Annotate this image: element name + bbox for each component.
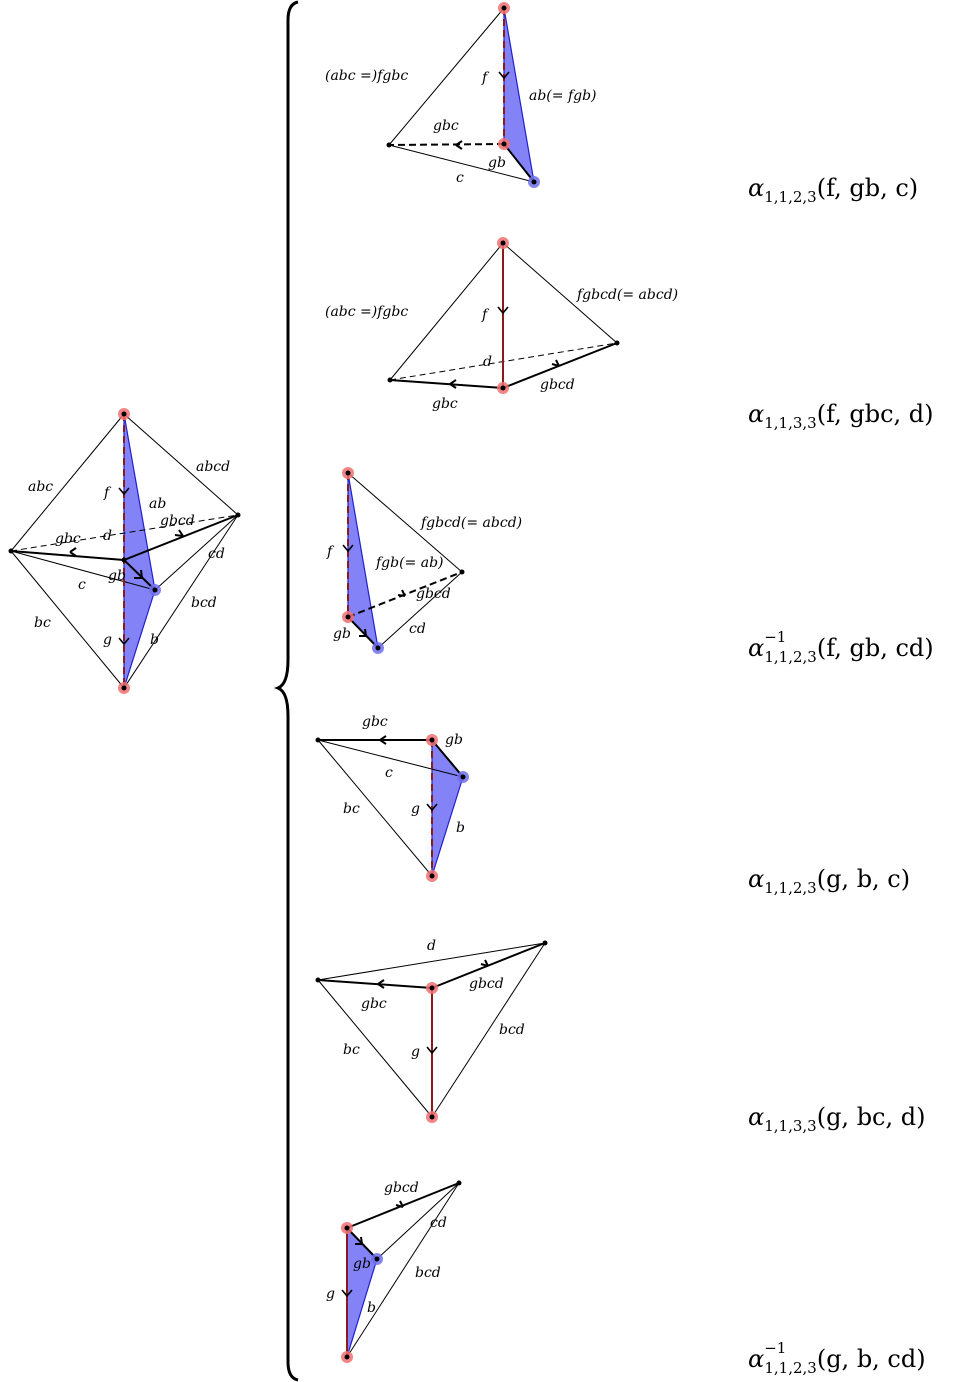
- edge-label: gb: [353, 1256, 371, 1272]
- edge-label: gbcd: [469, 976, 504, 992]
- panel-1-tag: α1,1,2,3(f, gb, c): [748, 174, 918, 206]
- edge-label: gbcd: [384, 1180, 419, 1196]
- label-gbcd: gbcd: [160, 513, 195, 529]
- blue-face: [431, 738, 464, 877]
- label-b: b: [150, 632, 159, 648]
- edge-label: cd: [430, 1215, 447, 1231]
- edge-label: d: [427, 938, 436, 954]
- edge-label: cd: [409, 621, 426, 637]
- edge-label: gbcd: [540, 377, 575, 393]
- edge-label: fgbcd(= abcd): [420, 515, 522, 531]
- edge-label: gbcd: [416, 586, 451, 602]
- edge-label: gb: [333, 626, 351, 642]
- edge-label: g: [411, 801, 420, 817]
- panel-6: gbcd cd gb bcd g b: [326, 1180, 462, 1363]
- edge-label: (abc =)fgbc: [325, 304, 408, 320]
- label-f: f: [103, 485, 112, 501]
- label-abcd: abcd: [196, 459, 230, 475]
- edge-label: f: [326, 544, 335, 560]
- edge-label: g: [326, 1286, 335, 1302]
- edge-label: (abc =)fgbc: [325, 68, 408, 84]
- panel-3: f fgb(= ab) fgbcd(= abcd) gbcd cd gb: [326, 467, 522, 654]
- edge-label: c: [456, 170, 464, 186]
- label-ab: ab: [149, 496, 166, 512]
- edge-label: b: [456, 820, 465, 836]
- edge-label: gbc: [362, 714, 388, 730]
- edge-label: d: [483, 354, 492, 370]
- blue-face: [346, 1226, 378, 1358]
- panel-4: gbc gb c bc g b: [315, 714, 469, 882]
- edge-label: gbc: [433, 118, 459, 134]
- label-c: c: [78, 577, 86, 593]
- main-tetrahedron: abc abcd f ab gbc d gbcd cd c gb bc bcd …: [8, 408, 241, 694]
- panel-4-tag: α1,1,2,3(g, b, c): [748, 865, 910, 897]
- edge-label: f: [481, 307, 490, 323]
- edge-label: b: [367, 1300, 376, 1316]
- edge-label: g: [411, 1044, 420, 1060]
- edge-label: gbc: [361, 996, 387, 1012]
- label-gb: gb: [108, 568, 126, 584]
- edge-label: bc: [343, 1042, 360, 1058]
- panel-5-tag: α1,1,3,3(g, bc, d): [748, 1103, 925, 1135]
- panel-5: d gbc gbcd bc g bcd: [315, 938, 548, 1123]
- edge-label: fgb(= ab): [375, 555, 444, 571]
- edge-label: fgbcd(= abcd): [576, 287, 678, 303]
- panel-2-tag: α1,1,3,3(f, gbc, d): [748, 400, 934, 432]
- label-gbc: gbc: [55, 531, 81, 547]
- panel-2: (abc =)fgbc f fgbcd(= abcd) d gbc gbcd: [325, 237, 678, 412]
- label-g: g: [103, 632, 112, 648]
- edge-label: c: [385, 765, 393, 781]
- edge-label: ab(= fgb): [529, 88, 597, 104]
- curly-brace: [273, 0, 299, 1382]
- edge-label: gbc: [432, 396, 458, 412]
- label-d: d: [103, 528, 112, 544]
- label-abc: abc: [28, 479, 53, 495]
- edge-label: bc: [343, 801, 360, 817]
- label-bcd: bcd: [191, 595, 217, 611]
- edge-label: f: [481, 70, 490, 86]
- edge-label: gb: [445, 732, 463, 748]
- edge-label: bcd: [415, 1265, 441, 1281]
- panel-1: (abc =)fgbc f ab(= fgb) gbc gb c: [325, 2, 597, 188]
- edge-label: bcd: [499, 1022, 525, 1038]
- label-cd: cd: [208, 546, 225, 562]
- label-bc: bc: [34, 615, 51, 631]
- edge-label: gb: [488, 155, 506, 171]
